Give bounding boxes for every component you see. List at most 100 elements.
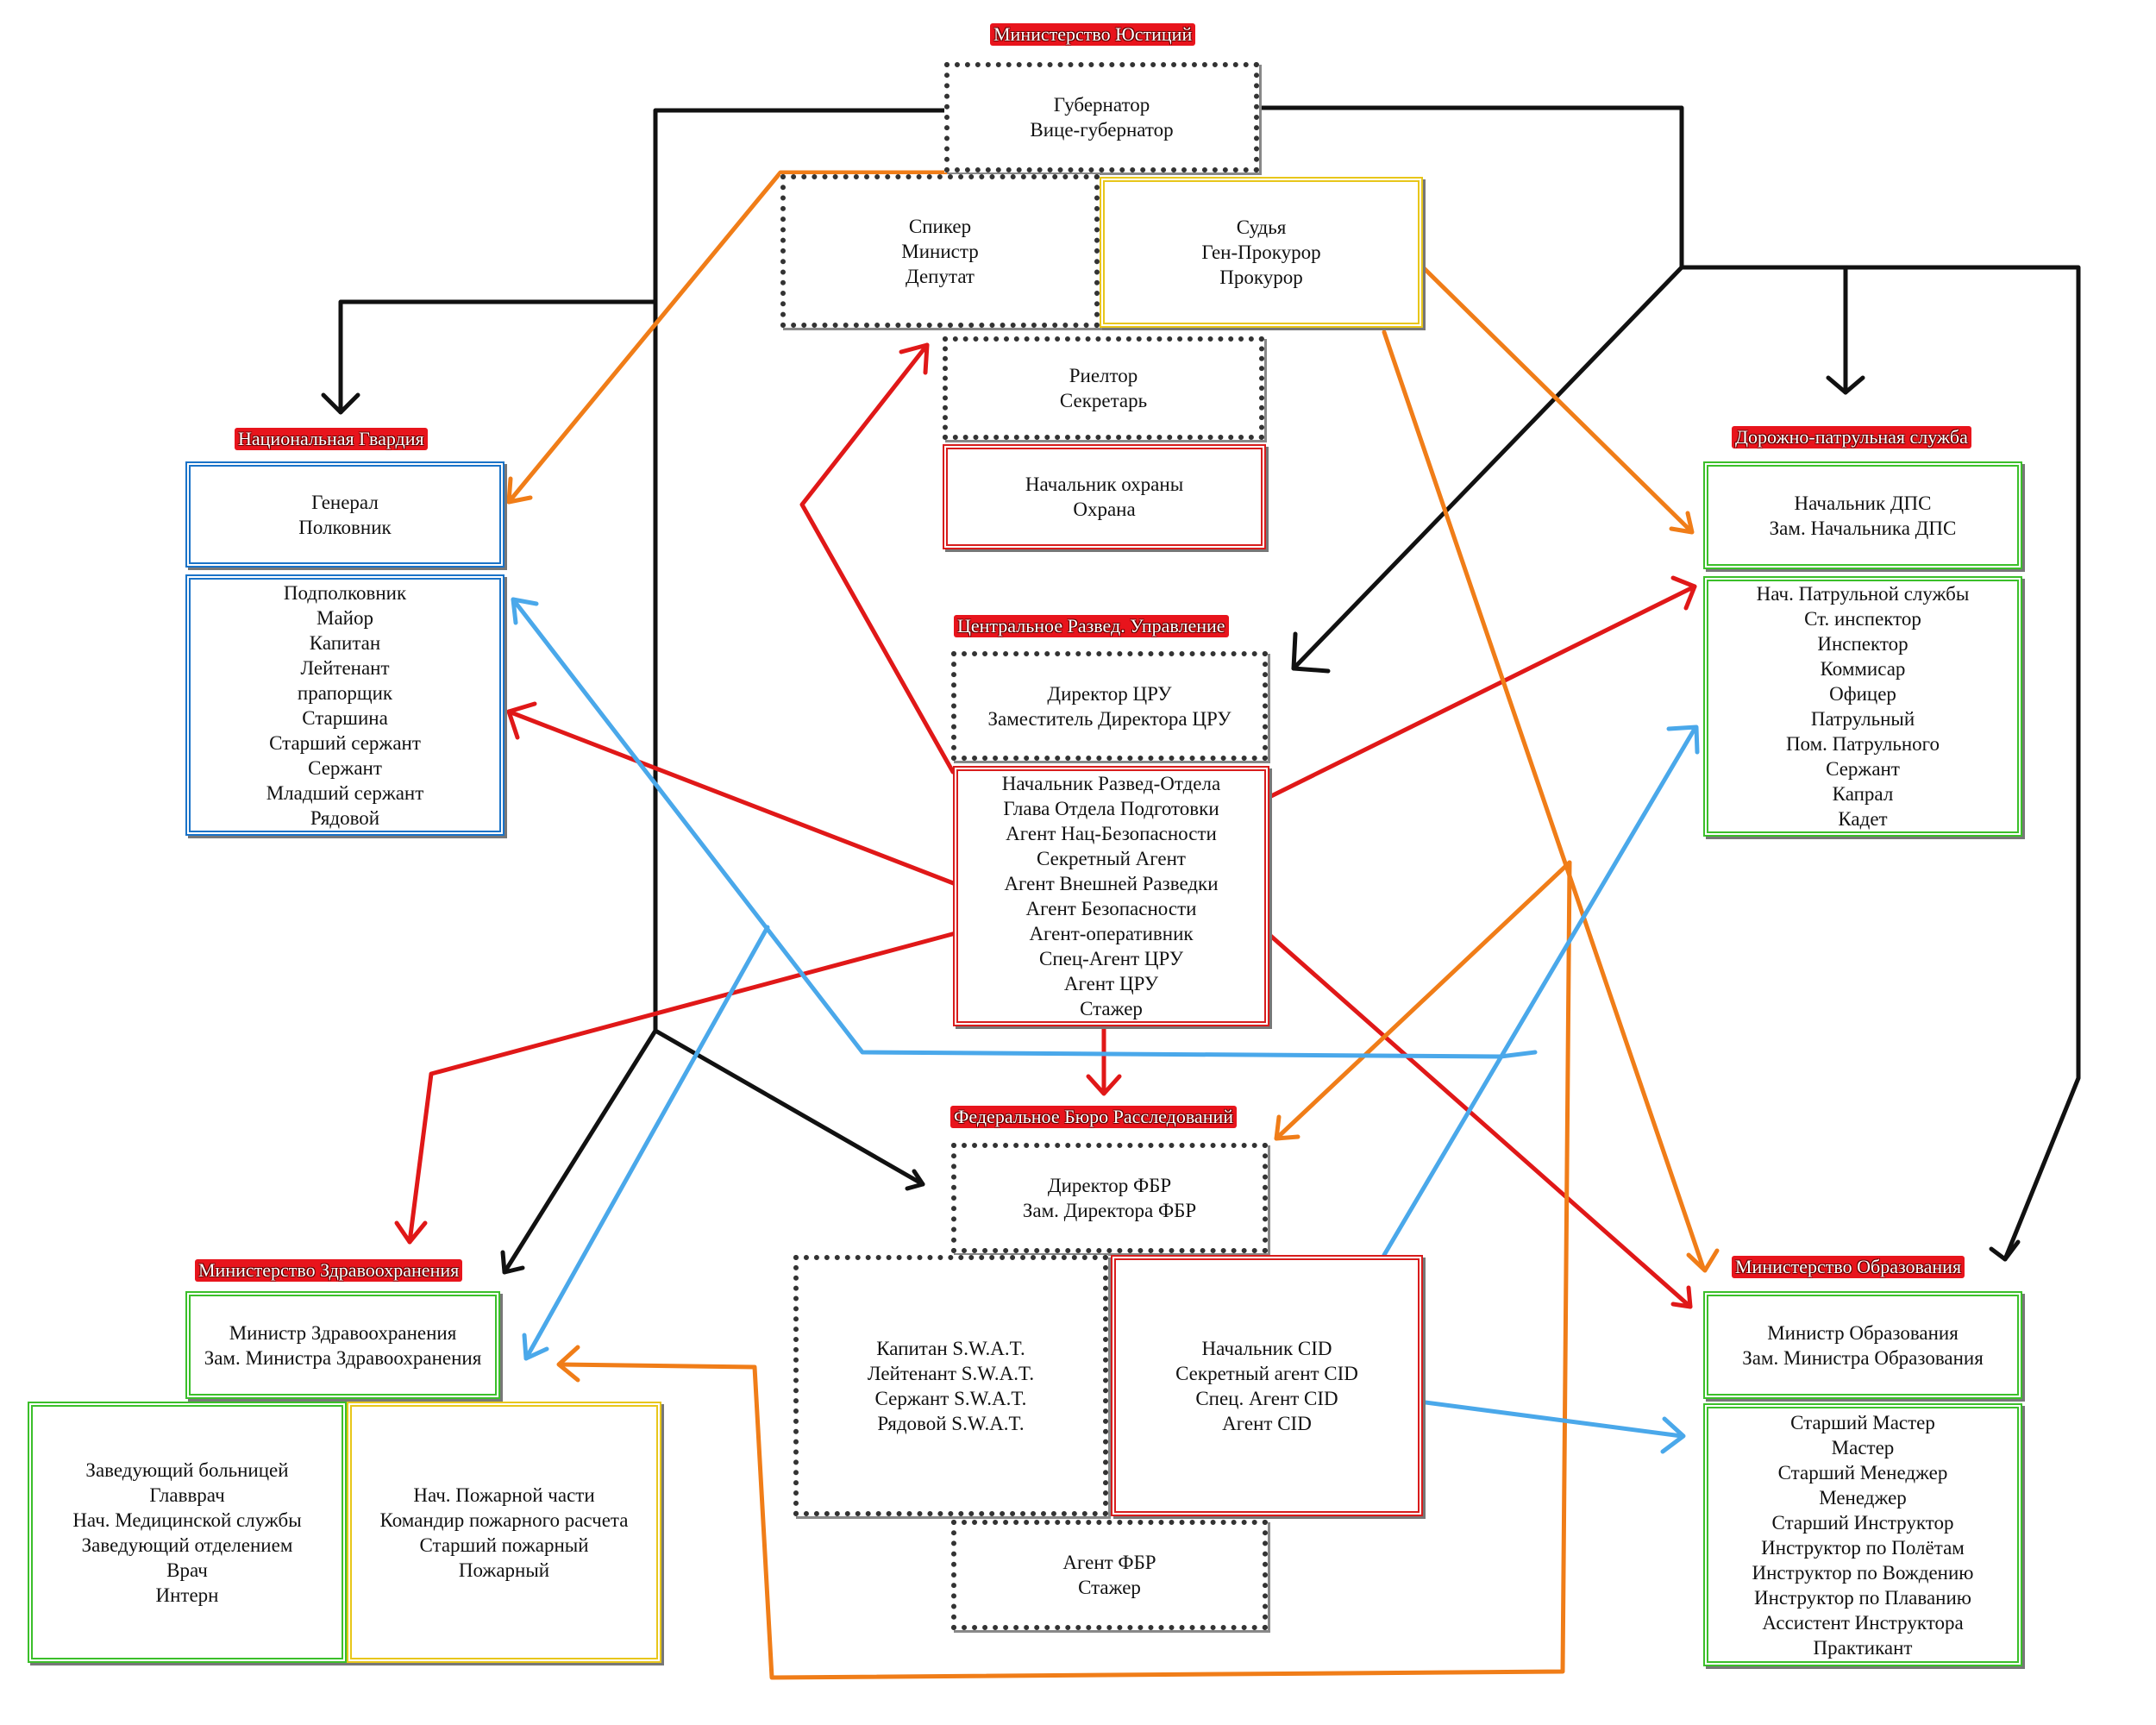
black-lines bbox=[321, 105, 2081, 1275]
text-line: Стажер bbox=[1078, 1577, 1141, 1598]
box-speaker: Спикер Министр Депутат bbox=[780, 174, 1100, 328]
text-line: Прокурор bbox=[1219, 267, 1303, 288]
title-traffic-patrol: Дорожно-патрульная служба bbox=[1732, 426, 1971, 448]
box-health-top: Министр Здравоохранения Зам. Министра Зд… bbox=[185, 1291, 500, 1399]
text-line: Командир пожарного расчета bbox=[379, 1509, 629, 1531]
text-line: Зам. Начальника ДПС bbox=[1769, 517, 1957, 539]
text-line: Зам. Министра Здравоохранения bbox=[204, 1346, 482, 1369]
text-line: Рядовой S.W.A.T. bbox=[877, 1412, 1025, 1434]
text-line: Риелтор bbox=[1069, 365, 1138, 386]
text-line: Директор ФБР bbox=[1047, 1175, 1172, 1196]
title-fbi: Федеральное Бюро Расследований bbox=[950, 1106, 1238, 1128]
text-line: Министр Образования bbox=[1767, 1321, 1959, 1344]
text-line: Пожарный bbox=[458, 1559, 550, 1581]
box-dps-top: Начальник ДПС Зам. Начальника ДПС bbox=[1703, 461, 2022, 569]
text-line: Сержант bbox=[308, 756, 382, 779]
text-line: Капитан bbox=[309, 631, 381, 654]
box-edu-top: Министр Образования Зам. Министра Образо… bbox=[1703, 1291, 2022, 1399]
text-line: Заведующий отделением bbox=[81, 1534, 293, 1556]
text-line: Глава Отдела Подготовки bbox=[1003, 798, 1219, 819]
text-line: Инструктор по Полётам bbox=[1761, 1536, 1965, 1559]
box-fbi-agents: Агент ФБР Стажер bbox=[951, 1520, 1268, 1630]
text-line: Депутат bbox=[906, 265, 975, 287]
title-education: Министерство Образования bbox=[1732, 1256, 1965, 1278]
text-line: Секретный агент CID bbox=[1175, 1362, 1358, 1384]
text-line: Начальник Развед-Отдела bbox=[1001, 773, 1221, 794]
text-line: Агент ФБР bbox=[1062, 1552, 1156, 1573]
text-line: Мастер bbox=[1831, 1436, 1895, 1458]
text-line: Старший сержант bbox=[269, 731, 421, 754]
text-line: Полковник bbox=[298, 516, 392, 538]
text-line: Секретный Агент bbox=[1037, 848, 1186, 869]
text-line: Врач bbox=[166, 1559, 208, 1581]
box-security: Начальник охраны Охрана bbox=[943, 444, 1266, 549]
text-line: Начальник CID bbox=[1201, 1337, 1332, 1359]
text-line: Капрал bbox=[1832, 783, 1894, 805]
box-governor: Губернатор Вице-губернатор bbox=[944, 62, 1259, 172]
box-cia-top: Директор ЦРУ Заместитель Директора ЦРУ bbox=[951, 651, 1268, 761]
text-line: Ст. инспектор bbox=[1804, 608, 1921, 630]
text-line: Старший пожарный bbox=[419, 1534, 589, 1556]
text-line: Офицер bbox=[1829, 683, 1896, 705]
text-line: Вице-губернатор bbox=[1030, 119, 1174, 141]
text-line: Капитан S.W.A.T. bbox=[876, 1337, 1025, 1359]
text-line: Пом. Патрульного bbox=[1785, 733, 1940, 755]
text-line: Ассистент Инструктора bbox=[1762, 1611, 1964, 1634]
box-cid: Начальник CID Секретный агент CID Спец. … bbox=[1111, 1255, 1423, 1516]
text-line: Судья bbox=[1236, 216, 1287, 238]
blue-lines bbox=[511, 597, 1700, 1454]
text-line: Агент ЦРУ bbox=[1063, 973, 1159, 994]
text-line: Министр Здравоохранения bbox=[229, 1321, 457, 1344]
text-line: Министр bbox=[901, 240, 979, 262]
text-line: Спец. Агент CID bbox=[1195, 1387, 1338, 1409]
text-line: Заместитель Директора ЦРУ bbox=[987, 707, 1232, 730]
text-line: Директор ЦРУ bbox=[1047, 682, 1172, 705]
text-line: Подполковник bbox=[283, 581, 407, 604]
text-line: Генерал bbox=[311, 491, 379, 513]
text-line: прапорщик bbox=[297, 681, 393, 704]
red-lines bbox=[394, 342, 1697, 1309]
text-line: Ген-Прокурор bbox=[1201, 242, 1321, 263]
text-line: Патрульный bbox=[1810, 708, 1915, 730]
box-dps-ranks: Нач. Патрульной службы Ст. инспектор Инс… bbox=[1703, 576, 2022, 837]
text-line: Агент Внешней Разведки bbox=[1004, 873, 1219, 894]
text-line: Зам. Директора ФБР bbox=[1022, 1200, 1197, 1221]
text-line: Агент Безопасности bbox=[1025, 898, 1197, 919]
text-line: Практикант bbox=[1813, 1636, 1913, 1659]
text-line: Младший сержант bbox=[266, 781, 424, 804]
box-fbi-top: Директор ФБР Зам. Директора ФБР bbox=[951, 1143, 1268, 1253]
box-judge: Судья Ген-Прокурор Прокурор bbox=[1100, 177, 1423, 328]
title-cia: Центральное Развед. Управление bbox=[954, 615, 1229, 637]
text-line: Агент CID bbox=[1222, 1412, 1312, 1434]
box-edu-ranks: Старший Мастер Мастер Старший Менеджер М… bbox=[1703, 1403, 2022, 1666]
text-line: Зам. Министра Образования bbox=[1742, 1346, 1984, 1369]
text-line: Коммисар bbox=[1820, 658, 1906, 680]
text-line: Агент-оперативник bbox=[1029, 923, 1194, 944]
text-line: Начальник охраны bbox=[1025, 474, 1184, 495]
box-cia-ranks: Начальник Развед-Отдела Глава Отдела Под… bbox=[953, 766, 1269, 1026]
text-line: Заведующий больницей bbox=[85, 1458, 289, 1481]
text-line: Стажер bbox=[1080, 998, 1143, 1019]
text-line: Сержант S.W.A.T. bbox=[874, 1387, 1027, 1409]
box-realtor: Риелтор Секретарь bbox=[943, 336, 1264, 440]
text-line: Старший Менеджер bbox=[1777, 1461, 1948, 1484]
text-line: Спикер bbox=[908, 215, 972, 237]
text-line: Сержант bbox=[1826, 758, 1900, 780]
text-line: Секретарь bbox=[1059, 390, 1148, 411]
box-swat: Капитан S.W.A.T. Лейтенант S.W.A.T. Серж… bbox=[793, 1255, 1108, 1516]
text-line: Нач. Пожарной части bbox=[413, 1484, 595, 1506]
text-line: Губернатор bbox=[1053, 94, 1150, 116]
text-line: Старшина bbox=[302, 706, 388, 729]
title-justice: Министерство Юстиций bbox=[990, 23, 1196, 46]
text-line: Агент Нац-Безопасности bbox=[1006, 823, 1217, 844]
text-line: Майор bbox=[317, 606, 373, 629]
title-health: Министерство Здравоохранения bbox=[195, 1259, 463, 1282]
box-guard-top: Генерал Полковник bbox=[185, 461, 505, 568]
text-line: Инструктор по Вождению bbox=[1752, 1561, 1974, 1584]
text-line: Кадет bbox=[1838, 808, 1888, 830]
text-line: Нач. Медицинской службы bbox=[72, 1509, 302, 1531]
text-line: Старший Мастер bbox=[1790, 1411, 1935, 1433]
orange-lines bbox=[506, 170, 1720, 1680]
text-line: Инспектор bbox=[1817, 633, 1908, 655]
